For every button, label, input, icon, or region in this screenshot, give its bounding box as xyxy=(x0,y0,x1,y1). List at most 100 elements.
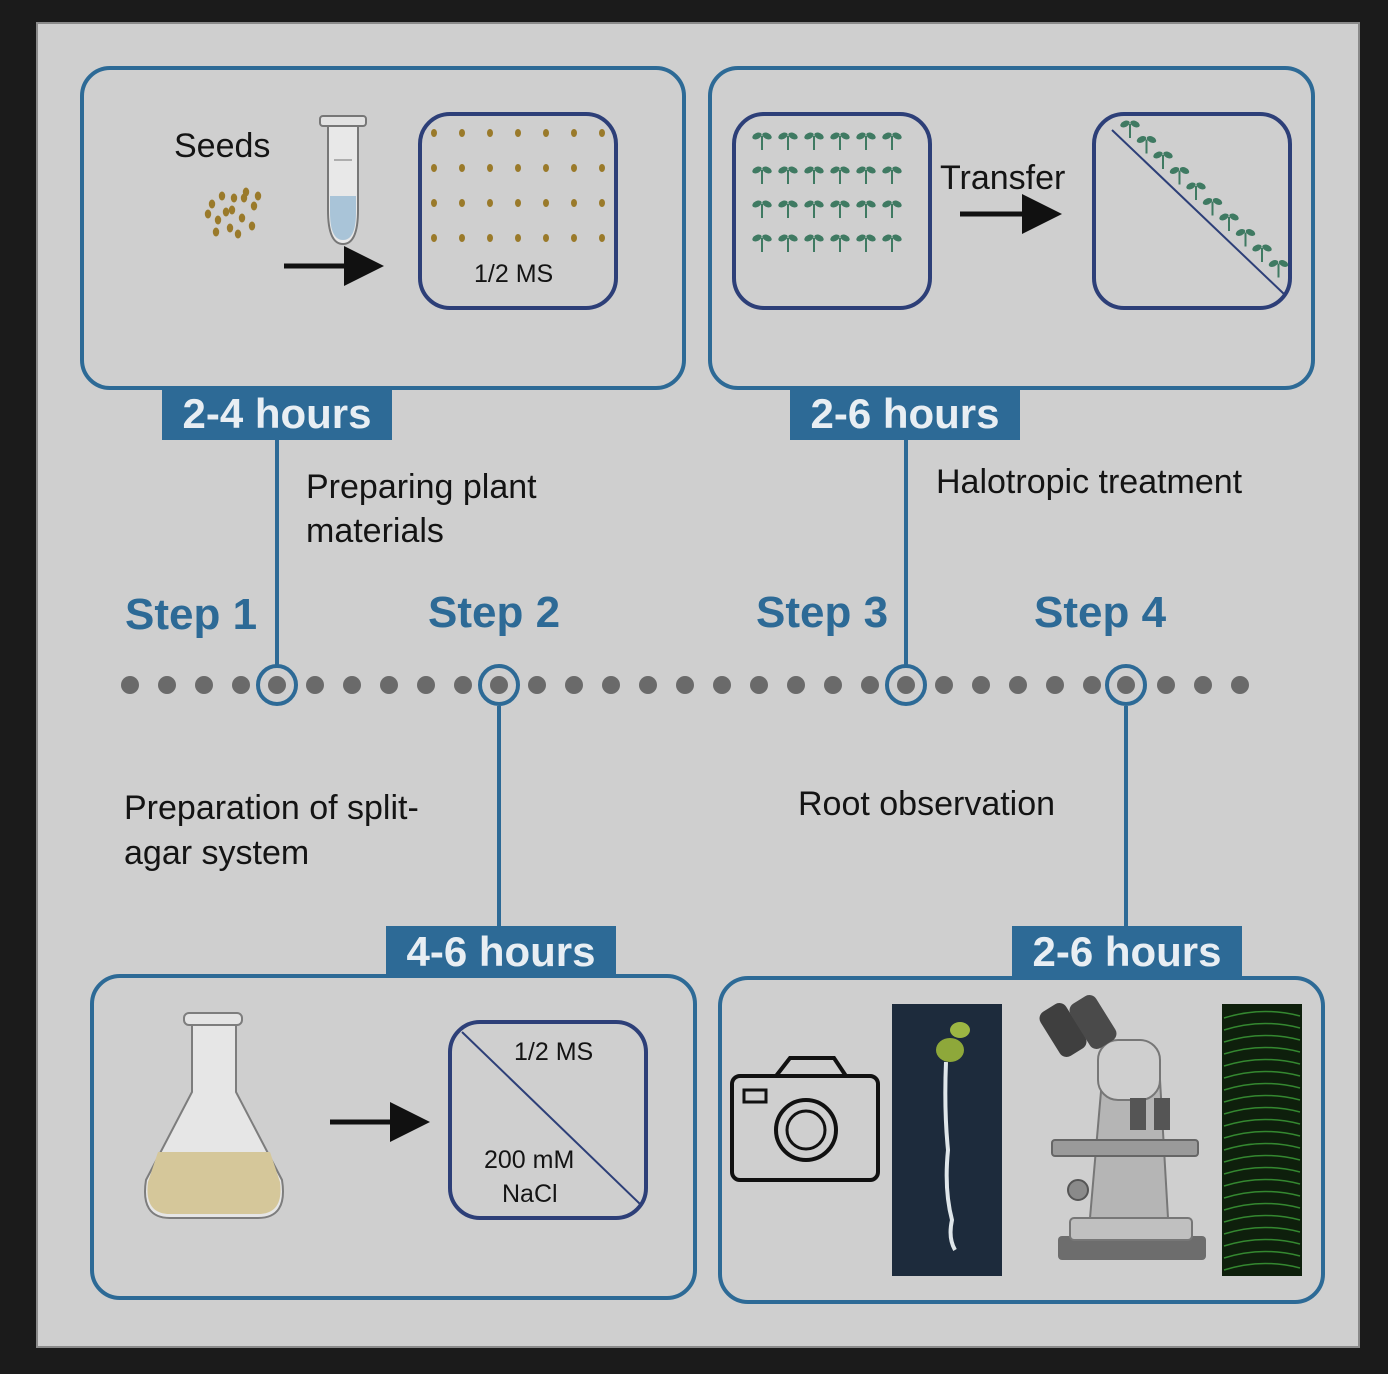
seedling-leaf xyxy=(814,132,824,140)
seedling-leaf xyxy=(1120,120,1130,128)
petri-plate-icon xyxy=(732,112,932,310)
fluorescence-streak xyxy=(1223,1058,1301,1067)
seed xyxy=(487,234,493,242)
seedling-leaf xyxy=(804,200,814,208)
seed xyxy=(543,129,549,137)
timeline-dot xyxy=(454,676,472,694)
fluorescence-streak xyxy=(1223,1106,1301,1115)
seedling-leaf xyxy=(788,234,798,242)
petri-plate-icon xyxy=(1092,112,1292,310)
seed xyxy=(222,207,230,217)
petri-plate-icon xyxy=(448,1020,648,1220)
seedling-leaf xyxy=(1245,229,1256,236)
fluorescence-streak xyxy=(1223,1046,1301,1055)
seedling-leaf xyxy=(752,166,762,174)
seed xyxy=(238,213,246,223)
seed xyxy=(431,129,437,137)
seedling-leaf xyxy=(1130,120,1140,128)
fluorescence-streak xyxy=(1223,1226,1301,1235)
step3-duration-tab: 2-6 hours xyxy=(790,388,1020,440)
fluorescence-streak xyxy=(1223,1154,1301,1163)
seedling-leaf xyxy=(1262,244,1272,252)
seedling-grid xyxy=(752,132,902,252)
fluorescence-streak xyxy=(1223,1130,1301,1139)
fluorescence-streak xyxy=(1223,1202,1301,1211)
seed xyxy=(571,164,577,172)
timeline-dot xyxy=(1117,676,1135,694)
step3-label: Step 3 xyxy=(756,588,889,637)
timeline-dot xyxy=(268,676,286,694)
fluorescence-streak xyxy=(1223,1142,1301,1151)
seedling-leaf xyxy=(752,234,762,242)
seedling-leaf xyxy=(1268,260,1279,267)
step1-duration-tab: 2-4 hours xyxy=(162,388,392,440)
seedling-leaf xyxy=(752,200,762,208)
seedling-leaf xyxy=(1229,213,1239,221)
seed xyxy=(459,129,465,137)
step3-ring xyxy=(885,664,927,706)
timeline-dot xyxy=(1194,676,1212,694)
split-plate-top-label: 1/2 MS xyxy=(514,1038,594,1066)
fluorescence-streak xyxy=(1223,1094,1301,1103)
seedling-leaf xyxy=(804,234,814,242)
seed xyxy=(515,129,521,137)
seedling-leaf xyxy=(892,200,902,208)
fluorescence-streak xyxy=(1223,1214,1301,1223)
seedling-leaf xyxy=(840,234,850,242)
seedling-leaf xyxy=(882,132,892,140)
seedling-leaf xyxy=(788,166,798,174)
timeline-dot xyxy=(861,676,879,694)
plate-label: 1/2 MS xyxy=(474,260,554,288)
step1-ring xyxy=(256,664,298,706)
seed xyxy=(515,164,521,172)
seedling-leaf xyxy=(762,166,772,174)
seedling-leaf xyxy=(804,166,814,174)
step2-ring xyxy=(478,664,520,706)
timeline-dot xyxy=(1157,676,1175,694)
seedling-leaf xyxy=(1179,167,1190,174)
seedling-leaf xyxy=(778,166,788,174)
timeline-dot xyxy=(343,676,361,694)
seedling-leaf xyxy=(1163,151,1173,159)
seedling-leaf xyxy=(882,166,892,174)
step3-description: Halotropic treatment xyxy=(936,463,1243,501)
fluorescence-streak xyxy=(1223,1262,1301,1271)
seed xyxy=(431,164,437,172)
fluorescence-streak xyxy=(1223,1118,1301,1127)
seedling-leaf xyxy=(840,200,850,208)
seed xyxy=(431,199,437,207)
seedling-leaf xyxy=(1196,182,1206,190)
seed xyxy=(250,201,258,211)
timeline-dot xyxy=(490,676,508,694)
seedling-leaf xyxy=(830,234,840,242)
seedling-leaf xyxy=(866,200,876,208)
seedling-leaf xyxy=(866,166,876,174)
step2-description-line1: Preparation of split- xyxy=(124,789,419,827)
timeline-dot xyxy=(1231,676,1249,694)
seed xyxy=(599,164,605,172)
seedling-leaf xyxy=(892,166,902,174)
seedling-leaf xyxy=(1278,260,1289,267)
seed xyxy=(226,223,234,233)
timeline-dot xyxy=(713,676,731,694)
timeline-dot xyxy=(232,676,250,694)
timeline-dot xyxy=(121,676,139,694)
camera-icon xyxy=(730,1056,880,1182)
timeline-dot xyxy=(972,676,990,694)
timeline-dots xyxy=(121,676,1249,694)
microscope-icon xyxy=(1039,995,1206,1260)
timeline-dot xyxy=(639,676,657,694)
seedling-leaf xyxy=(1146,136,1157,143)
petri-plate-icon xyxy=(418,112,618,310)
seedling-leaf xyxy=(840,132,850,140)
seedling-leaf xyxy=(830,132,840,140)
seedling-leaf xyxy=(778,234,788,242)
seeds-label: Seeds xyxy=(174,127,271,165)
seedling-leaf xyxy=(1212,198,1223,205)
step1-description-line1: Preparing plant xyxy=(306,468,537,506)
seedling-leaf xyxy=(1235,229,1246,236)
seed xyxy=(248,221,256,231)
fluorescence-streak xyxy=(1223,1082,1301,1091)
seed xyxy=(459,234,465,242)
seedling-leaf xyxy=(1219,213,1229,221)
